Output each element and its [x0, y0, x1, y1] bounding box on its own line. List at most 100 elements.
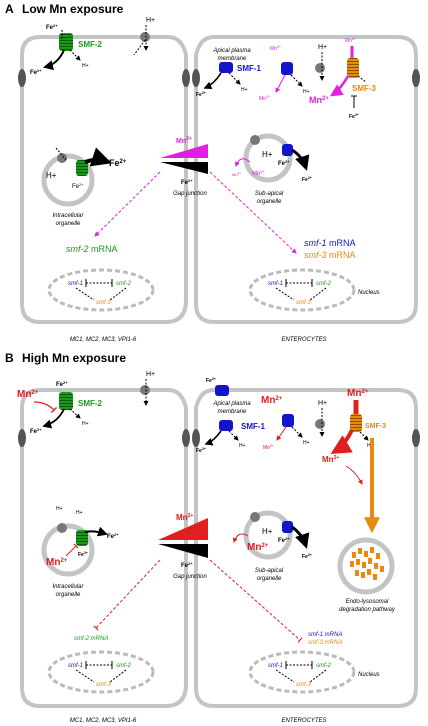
svg-text:H+: H+ — [146, 17, 155, 24]
panel-b-letter: B — [5, 351, 14, 365]
svg-text:smf-1: smf-1 — [68, 663, 83, 669]
smf1-transporter-2 — [281, 62, 293, 75]
junction-right — [412, 69, 420, 87]
svg-text:smf-2: smf-2 — [316, 281, 332, 287]
svg-text:Fe2+: Fe2+ — [78, 551, 88, 558]
svg-text:Fe2+: Fe2+ — [206, 377, 216, 384]
degraded-smf3-particles — [350, 547, 384, 580]
panel-a-title: Low Mn exposure — [22, 2, 124, 16]
svg-text:Mn2+: Mn2+ — [345, 37, 356, 44]
svg-text:H+: H+ — [76, 510, 83, 516]
svg-text:organelle: organelle — [257, 199, 282, 205]
svg-text:Mn2+: Mn2+ — [270, 45, 281, 52]
svg-text:H+: H+ — [262, 527, 273, 536]
svg-text:smf-3: smf-3 — [96, 682, 112, 688]
svg-text:H+: H+ — [303, 440, 310, 446]
svg-text:Mn2+: Mn2+ — [322, 455, 339, 464]
svg-text:H+: H+ — [82, 63, 89, 69]
svg-text:smf-1: smf-1 — [68, 281, 83, 287]
smf1-label-b: SMF-1 — [241, 422, 266, 431]
svg-text:smf-2 mRNA: smf-2 mRNA — [74, 636, 108, 642]
svg-text:Mn2+: Mn2+ — [259, 95, 270, 102]
mn-gradient-bar — [160, 144, 208, 158]
svg-text:Fe2+: Fe2+ — [302, 176, 312, 183]
svg-text:Fe2+: Fe2+ — [181, 561, 193, 570]
panel-b: B High Mn exposure Mn2+ Fe2+ Fe2+ SMF-2 … — [5, 351, 420, 724]
svg-text:Endo-lysosomal: Endo-lysosomal — [346, 599, 389, 605]
nucleus-label: Nucleus — [358, 290, 380, 296]
gap-junction-label: Gap junction — [173, 191, 207, 197]
svg-text:smf-2: smf-2 — [116, 663, 132, 669]
svg-text:membrane: membrane — [218, 409, 247, 415]
smf3-label: SMF-3 — [352, 84, 377, 93]
smf2-label: SMF-2 — [78, 40, 103, 49]
svg-text:H+: H+ — [82, 421, 89, 427]
svg-text:degradation pathway: degradation pathway — [339, 607, 396, 613]
smf2-transporter-b — [59, 392, 73, 410]
svg-text:ENTEROCYTES: ENTEROCYTES — [281, 718, 326, 724]
svg-text:Mn2+: Mn2+ — [46, 557, 68, 568]
svg-text:MC1, MC2, MC3, VPI1-6: MC1, MC2, MC3, VPI1-6 — [70, 718, 137, 724]
svg-text:smf-3 mRNA: smf-3 mRNA — [308, 640, 342, 646]
svg-text:H+: H+ — [56, 506, 63, 512]
svg-text:H+: H+ — [318, 400, 327, 407]
svg-text:smf-2: smf-2 — [116, 281, 132, 287]
svg-text:H+: H+ — [46, 171, 57, 180]
junction-left — [18, 69, 26, 87]
svg-text:organelle: organelle — [56, 221, 81, 227]
proton-pump — [140, 32, 150, 42]
svg-text:Mn2+: Mn2+ — [247, 542, 269, 553]
svg-text:Fe2+: Fe2+ — [278, 159, 290, 168]
svg-text:membrane: membrane — [218, 56, 247, 62]
svg-text:smf-3: smf-3 — [96, 300, 112, 306]
svg-text:H+: H+ — [262, 150, 273, 159]
svg-text:H+: H+ — [318, 44, 327, 51]
left-cell-membrane — [20, 35, 188, 324]
svg-text:Nucleus: Nucleus — [358, 672, 380, 678]
right-cells-label: ENTEROCYTES — [281, 337, 326, 343]
svg-text:Sub-apical: Sub-apical — [255, 191, 284, 197]
left-cells-label: MC1, MC2, MC3, VPI1-6 — [70, 337, 137, 343]
smf3-transporter — [347, 58, 359, 78]
svg-text:Mn2+: Mn2+ — [176, 513, 193, 522]
right-cell-membrane-b — [194, 388, 418, 708]
fe-gradient-bar — [160, 162, 208, 174]
svg-text:H+: H+ — [303, 89, 310, 95]
svg-text:Fe2+: Fe2+ — [278, 536, 290, 545]
svg-text:smf-1 mRNA: smf-1 mRNA — [308, 632, 342, 638]
smf2-label-b: SMF-2 — [78, 399, 103, 408]
smf1-transporter-1 — [219, 62, 233, 73]
svg-text:Mn2+: Mn2+ — [252, 169, 266, 178]
svg-text:H+: H+ — [146, 371, 155, 378]
svg-text:H+: H+ — [241, 87, 248, 93]
panel-b-title: High Mn exposure — [22, 351, 126, 365]
junction-mid-right — [192, 69, 200, 87]
intracellular-organelle — [41, 153, 95, 207]
svg-text:smf-1: smf-1 — [268, 281, 283, 287]
svg-text:Apical plasma: Apical plasma — [212, 401, 251, 407]
svg-text:Fe2+: Fe2+ — [46, 23, 58, 32]
svg-text:organelle: organelle — [257, 576, 282, 582]
nucleus-left — [47, 268, 155, 312]
svg-text:Intracellular: Intracellular — [52, 213, 84, 219]
svg-text:smf-2: smf-2 — [316, 663, 332, 669]
svg-text:Mn2+: Mn2+ — [347, 388, 369, 399]
right-cell-membrane — [194, 35, 418, 324]
smf1-label: SMF-1 — [237, 64, 262, 73]
svg-text:Gap junction: Gap junction — [173, 574, 207, 580]
svg-text:Fe2+: Fe2+ — [196, 91, 206, 98]
svg-text:Sub-apical: Sub-apical — [255, 568, 284, 574]
svg-text:Fe2+: Fe2+ — [30, 427, 42, 436]
panel-a-letter: A — [5, 2, 14, 16]
svg-text:smf-3: smf-3 — [296, 682, 312, 688]
svg-text:Intracellular: Intracellular — [52, 584, 84, 590]
svg-text:Mn2+: Mn2+ — [263, 444, 274, 451]
svg-text:Fe2+: Fe2+ — [72, 182, 84, 191]
svg-text:Mn2+: Mn2+ — [17, 389, 39, 400]
fe-import-arrow — [43, 49, 65, 71]
nucleus-right — [248, 268, 356, 312]
svg-text:Fe2+: Fe2+ — [349, 113, 359, 120]
svg-text:smf-3 mRNA: smf-3 mRNA — [304, 250, 356, 260]
svg-text:Fe2+: Fe2+ — [56, 380, 68, 389]
svg-text:smf-2 mRNA: smf-2 mRNA — [66, 244, 118, 254]
